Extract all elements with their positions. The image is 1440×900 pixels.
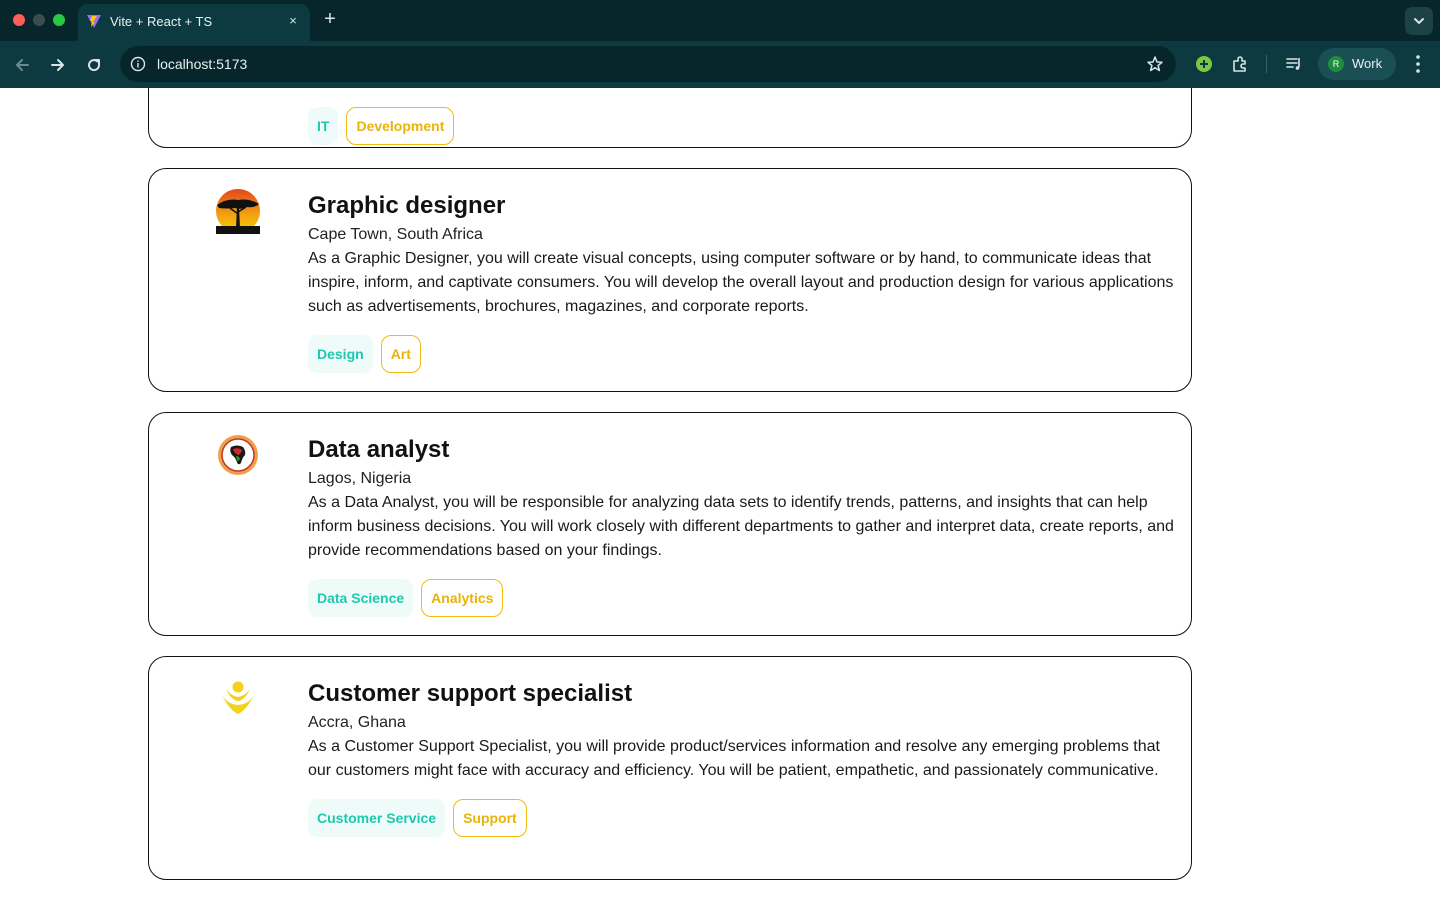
media-playlist-icon[interactable] [1284,54,1304,74]
job-tags: Design Art [308,335,1174,373]
job-card-body: Graphic designer Cape Town, South Africa… [308,189,1174,373]
avatar: R [1328,56,1344,72]
job-card-body: Customer support specialist Accra, Ghana… [308,677,1174,837]
extensions-puzzle-icon[interactable] [1230,54,1250,74]
url-text[interactable]: localhost:5173 [157,56,248,72]
browser-tab-strip: Vite + React + TS × + [0,0,1440,41]
minimize-window-button[interactable] [33,14,45,26]
job-title[interactable]: Graphic designer [308,192,506,219]
toolbar-divider [1266,55,1267,73]
new-tab-button[interactable]: + [324,8,336,30]
job-card[interactable]: Data analyst Lagos, Nigeria As a Data An… [148,412,1192,636]
job-card[interactable]: Graphic designer Cape Town, South Africa… [148,168,1192,392]
yellow-figure-logo-icon [221,681,255,714]
tag-secondary[interactable]: Art [380,335,421,373]
job-tags: Customer Service Support [308,799,1174,837]
job-location: Lagos, Nigeria [308,470,412,487]
tab-title: Vite + React + TS [110,14,213,29]
job-title[interactable]: Customer support specialist [308,680,633,707]
job-card-body: Data analyst Lagos, Nigeria As a Data An… [308,433,1174,617]
more-menu-icon[interactable] [1408,53,1428,75]
close-tab-icon[interactable]: × [289,13,297,28]
tag-secondary[interactable]: Development [346,107,455,145]
active-tab[interactable]: Vite + React + TS × [78,4,310,41]
address-bar[interactable]: localhost:5173 [120,46,1176,82]
africa-badge-logo-icon [218,435,258,475]
back-arrow-icon[interactable] [8,51,36,79]
maximize-window-button[interactable] [53,14,65,26]
profile-label: Work [1352,56,1383,71]
reload-icon[interactable] [80,51,108,79]
vite-favicon-icon [87,15,101,28]
job-tags: IT Development [308,107,1174,145]
job-description: As a Data Analyst, you will be responsib… [308,494,1174,559]
tag-primary[interactable]: Design [308,335,373,373]
page-viewport: IT Development Graphic designer Cape Tow… [0,88,1440,900]
tag-primary[interactable]: Data Science [308,579,414,617]
job-card-body: IT Development [308,107,1174,145]
site-info-icon[interactable] [130,56,146,72]
job-tags: Data Science Analytics [308,579,1174,617]
job-description: As a Customer Support Specialist, you wi… [308,738,1160,779]
tag-primary[interactable]: Customer Service [308,799,446,837]
forward-arrow-icon[interactable] [44,51,72,79]
tab-search-button[interactable] [1405,7,1433,35]
job-location: Accra, Ghana [308,714,406,731]
job-title[interactable]: Data analyst [308,436,450,463]
chevron-down-icon [1414,18,1424,25]
job-description: As a Graphic Designer, you will create v… [308,250,1174,315]
job-card[interactable]: Customer support specialist Accra, Ghana… [148,656,1192,880]
acacia-tree-logo-icon [216,189,260,234]
tag-secondary[interactable]: Support [453,799,527,837]
profile-button[interactable]: R Work [1318,48,1396,80]
close-window-button[interactable] [13,14,25,26]
bookmark-star-icon[interactable] [1146,55,1164,73]
job-location: Cape Town, South Africa [308,226,483,243]
extension-green-plus-icon[interactable] [1194,54,1214,74]
tag-primary[interactable]: IT [308,107,339,145]
job-card[interactable]: IT Development [148,88,1192,148]
tag-secondary[interactable]: Analytics [421,579,504,617]
browser-toolbar: localhost:5173 R Work [0,41,1440,88]
